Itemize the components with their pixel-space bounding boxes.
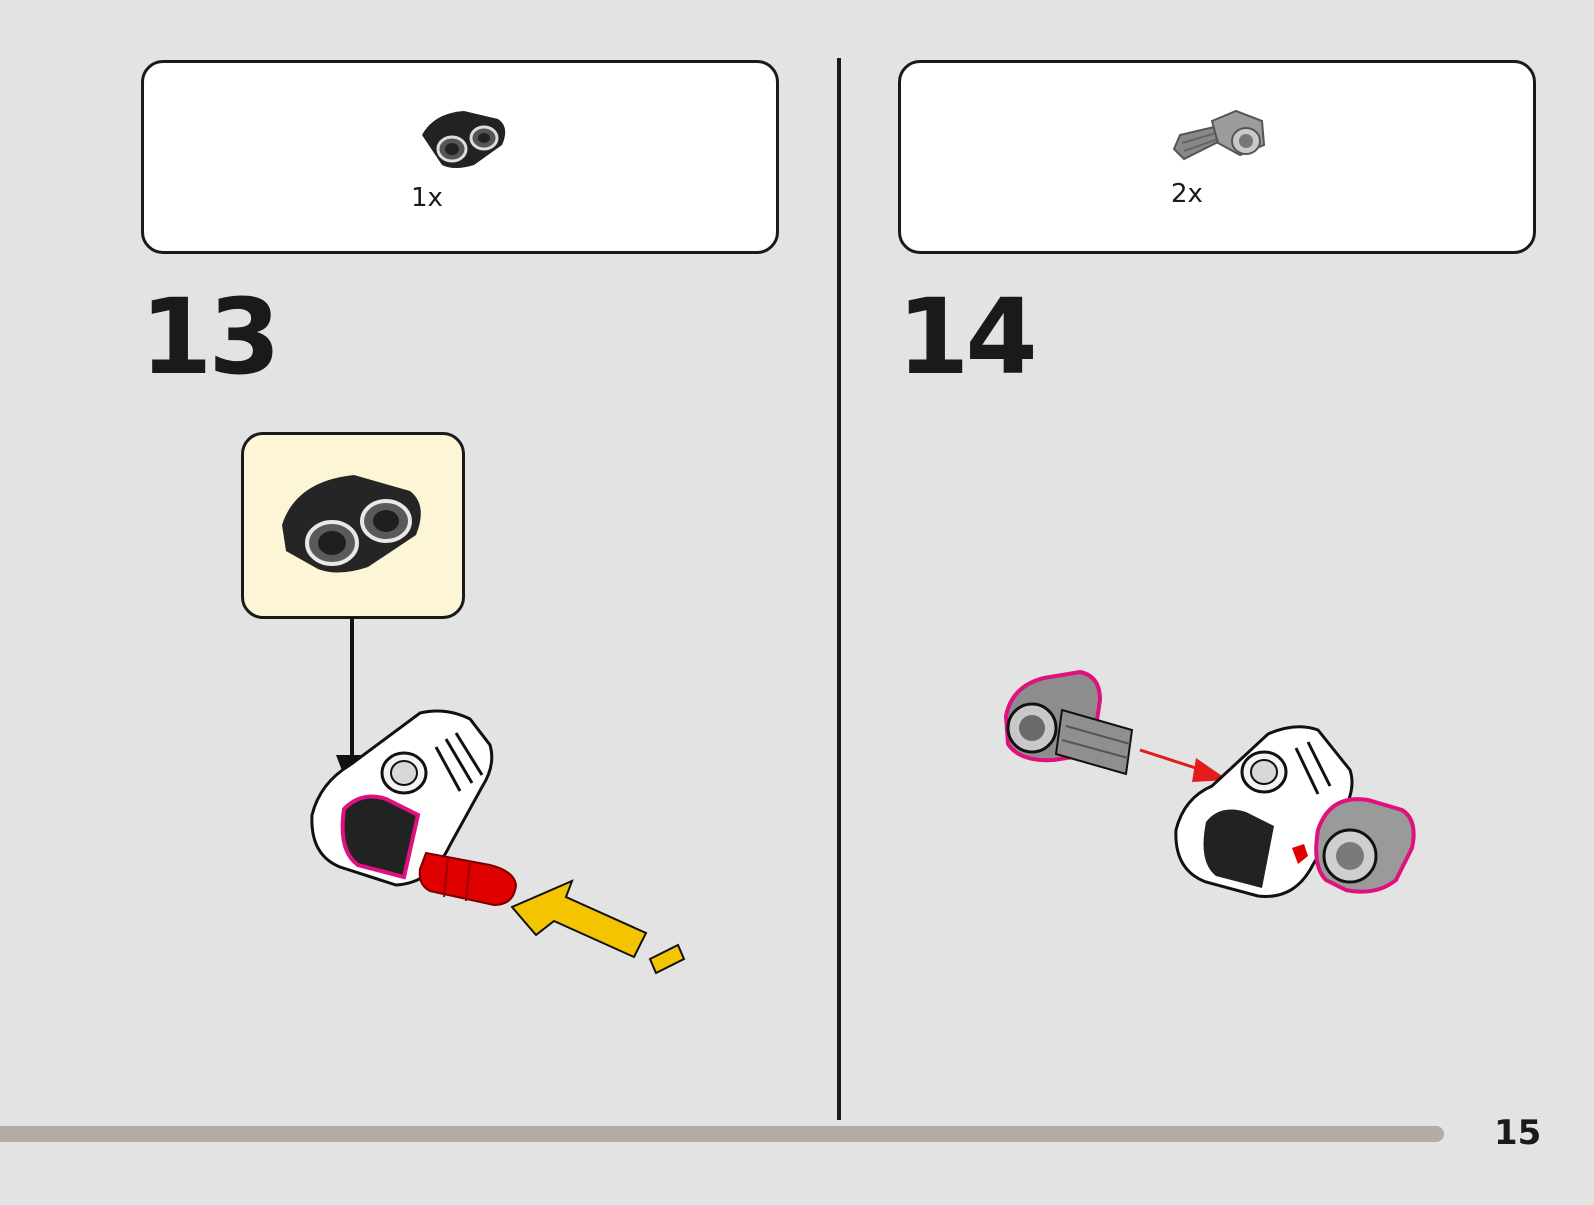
page-number: 15: [1494, 1113, 1542, 1153]
part-quantity: 2x: [1171, 179, 1203, 209]
gray-axle-connector-part: [1003, 669, 1134, 776]
white-beam-assembly: [1174, 725, 1416, 898]
gray-axle-connector-icon: [1172, 109, 1266, 161]
callout-box: [241, 432, 465, 619]
parts-list-box-step-14: 2x: [898, 60, 1536, 254]
step-number-14: 14: [897, 276, 1038, 398]
step-divider: [837, 58, 841, 1120]
step-13-assembly-illustration: [310, 617, 686, 975]
insert-arrow: [1139, 748, 1228, 782]
red-pin-part: [418, 851, 518, 907]
step-number-13: 13: [140, 276, 281, 398]
part-quantity: 1x: [411, 183, 443, 213]
black-double-beam-icon: [422, 111, 506, 168]
parts-list-box-step-13: 1x: [141, 60, 779, 254]
step-14-assembly-illustration: [1003, 669, 1416, 898]
black-double-beam-icon: [282, 475, 421, 573]
page-footer-bar: [0, 1126, 1444, 1142]
push-arrow: [510, 879, 686, 975]
white-beam-part: [310, 709, 494, 887]
